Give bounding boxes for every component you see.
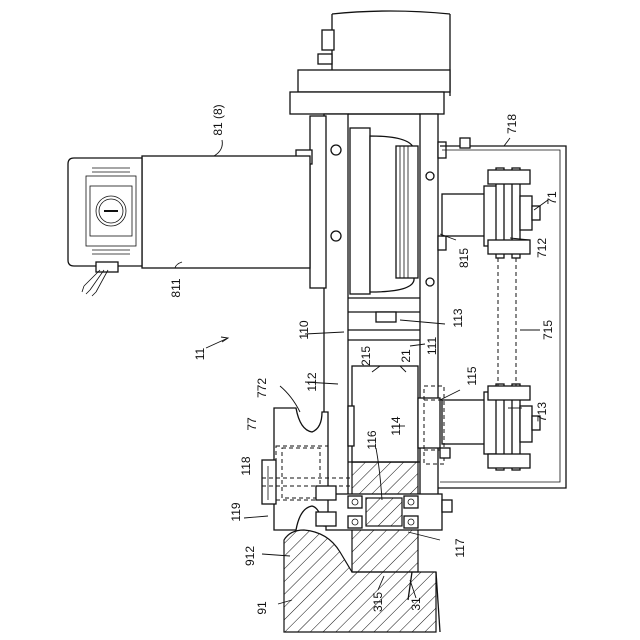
label-112: 112 (305, 372, 319, 391)
upper-sprocket (442, 168, 540, 258)
label-114: 114 (389, 416, 403, 435)
label-117: 117 (453, 538, 467, 557)
label-118: 118 (239, 456, 253, 475)
label-715: 715 (541, 320, 555, 340)
label-119: 119 (229, 502, 243, 521)
label-315: 315 (371, 592, 385, 612)
label-111: 111 (425, 337, 439, 356)
chain (498, 258, 516, 386)
label-113: 113 (451, 308, 465, 327)
label-81: 81 (8) (211, 104, 225, 135)
label-772: 772 (255, 378, 269, 398)
label-71: 71 (545, 191, 559, 205)
motor (68, 156, 310, 296)
label-713: 713 (535, 402, 549, 422)
label-718: 718 (505, 114, 519, 134)
label-116: 116 (365, 430, 379, 449)
label-77: 77 (245, 417, 259, 431)
label-912: 912 (243, 546, 257, 566)
label-811: 811 (169, 278, 183, 297)
label-21: 21 (399, 349, 413, 363)
label-31: 31 (409, 597, 423, 611)
label-215: 215 (359, 346, 373, 366)
label-815: 815 (457, 248, 471, 268)
label-110: 110 (297, 320, 311, 339)
label-712: 712 (535, 238, 549, 258)
lower-sprocket (442, 384, 540, 470)
label-115: 115 (465, 366, 479, 385)
label-91: 91 (255, 601, 269, 615)
label-11: 11 (193, 347, 207, 360)
top-mount (290, 11, 450, 114)
